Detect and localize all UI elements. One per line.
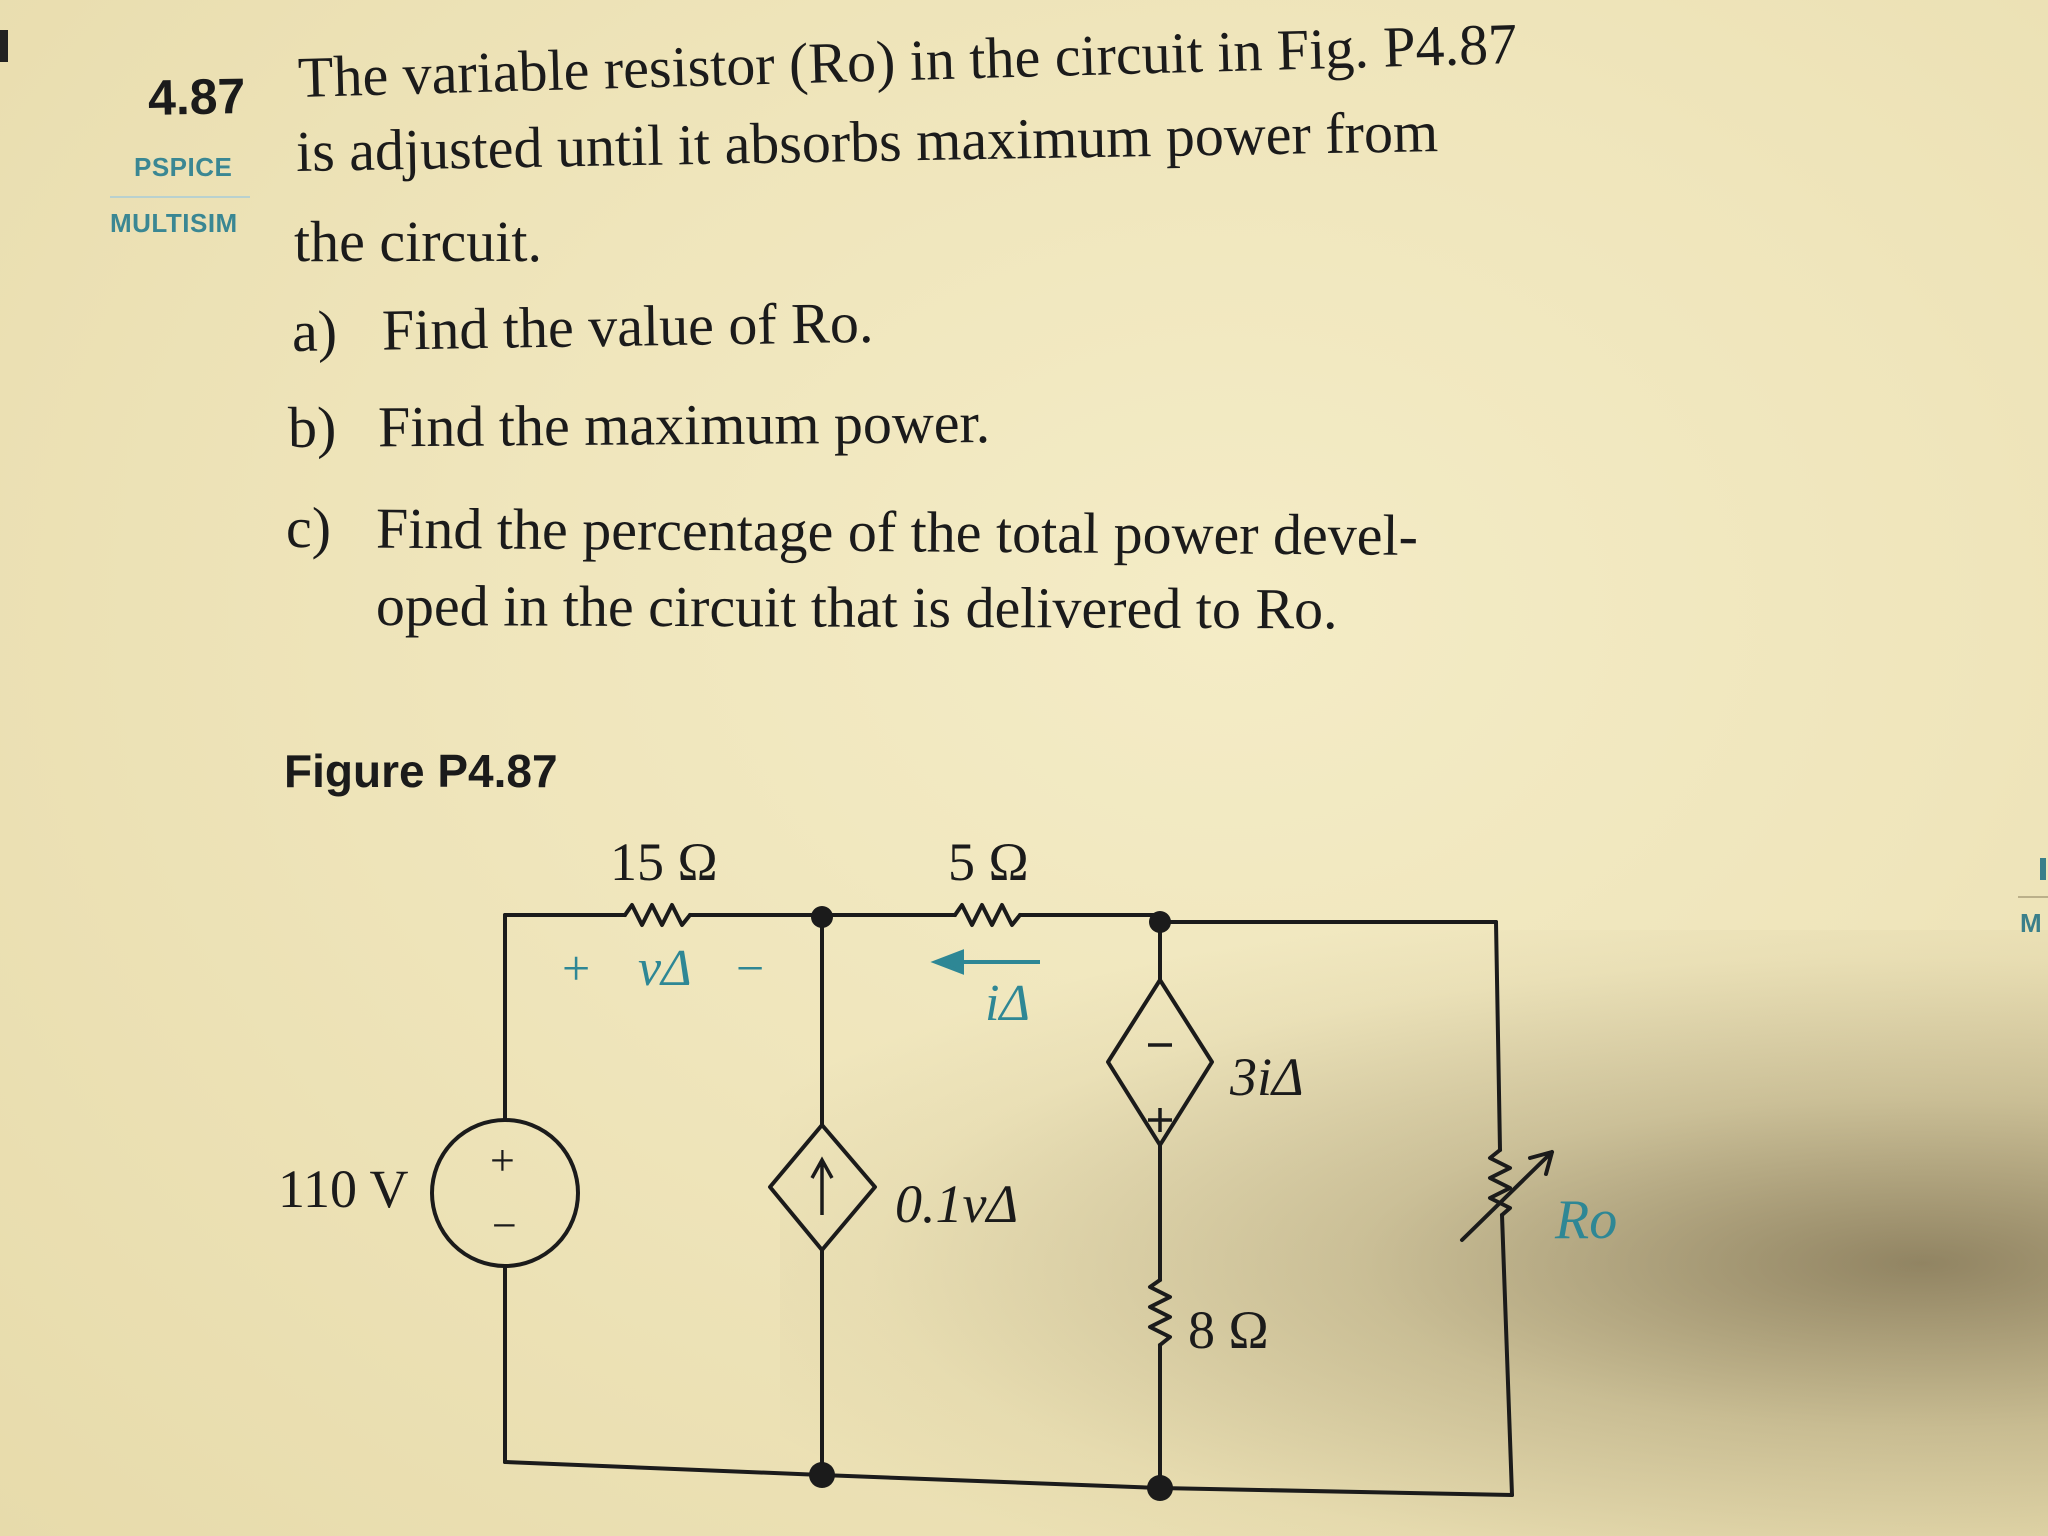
statement-line-3: the circuit. bbox=[294, 209, 543, 274]
margin-mark bbox=[0, 30, 8, 62]
i-delta-arrowhead-icon bbox=[930, 949, 964, 975]
current-arrow-icon bbox=[810, 1156, 834, 1215]
variable-resistor-arrow bbox=[1460, 1150, 1554, 1242]
wire-ro-lower bbox=[1500, 1213, 1514, 1497]
ccvs-plus-sign bbox=[1148, 1108, 1172, 1132]
label-source-plus: + bbox=[490, 1136, 515, 1185]
node-bottom-left bbox=[809, 1462, 835, 1488]
label-source-voltage: 110 V bbox=[278, 1159, 409, 1219]
label-vccs-value: 0.1vΔ bbox=[895, 1174, 1018, 1234]
wire-bottom bbox=[503, 1460, 1514, 1497]
multisim-tag: MULTISIM bbox=[110, 208, 238, 238]
figure-caption: Figure P4.87 bbox=[284, 745, 558, 797]
wire-top-left bbox=[503, 913, 627, 922]
label-8-ohm: 8 Ω bbox=[1188, 1300, 1269, 1360]
label-v-delta-plus: + bbox=[562, 940, 590, 996]
label-5-ohm: 5 Ω bbox=[948, 832, 1029, 892]
label-i-delta: iΔ bbox=[985, 975, 1030, 1032]
variable-resistor-ro bbox=[1488, 1148, 1512, 1217]
label-ccvs-value: 3iΔ bbox=[1229, 1047, 1304, 1107]
node-top-left bbox=[811, 906, 833, 928]
edge-letter: M bbox=[2020, 908, 2042, 938]
edge-tick bbox=[2040, 858, 2046, 880]
resistor-15-ohm bbox=[623, 903, 692, 927]
label-source-minus: − bbox=[492, 1201, 517, 1250]
label-v-delta-minus: − bbox=[736, 940, 764, 996]
wire-ro-upper bbox=[1494, 920, 1502, 1152]
resistor-5-ohm bbox=[953, 903, 1022, 927]
label-v-delta: vΔ bbox=[638, 940, 692, 997]
pspice-tag: PSPICE bbox=[134, 152, 233, 182]
node-top-right bbox=[1149, 911, 1171, 933]
label-ro: Ro bbox=[1554, 1189, 1617, 1251]
node-bottom-right bbox=[1147, 1475, 1173, 1501]
label-15-ohm: 15 Ω bbox=[610, 832, 718, 892]
edge-rule bbox=[2018, 896, 2048, 898]
resistor-8-ohm bbox=[1148, 1278, 1172, 1347]
tag-divider bbox=[110, 196, 250, 198]
wire-top-right bbox=[1018, 913, 1498, 924]
